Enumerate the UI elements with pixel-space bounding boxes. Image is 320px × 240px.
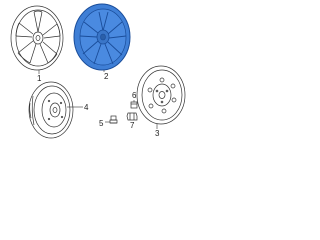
callout-4: 4 — [84, 103, 89, 112]
callout-6: 6 — [132, 91, 137, 100]
spare-tire[interactable] — [28, 81, 74, 139]
cap[interactable] — [130, 101, 138, 109]
callout-1: 1 — [37, 74, 42, 83]
lug-nut[interactable] — [126, 112, 138, 121]
highlighted-wheel[interactable] — [73, 3, 131, 71]
valve-stem[interactable] — [109, 115, 118, 124]
callout-3: 3 — [155, 129, 160, 138]
callout-5: 5 — [99, 119, 104, 128]
parts-diagram — [10, 3, 186, 139]
callout-7: 7 — [130, 121, 135, 130]
callout-2: 2 — [104, 72, 109, 81]
steel-wheel[interactable] — [136, 65, 186, 125]
alloy-wheel[interactable] — [10, 5, 64, 71]
